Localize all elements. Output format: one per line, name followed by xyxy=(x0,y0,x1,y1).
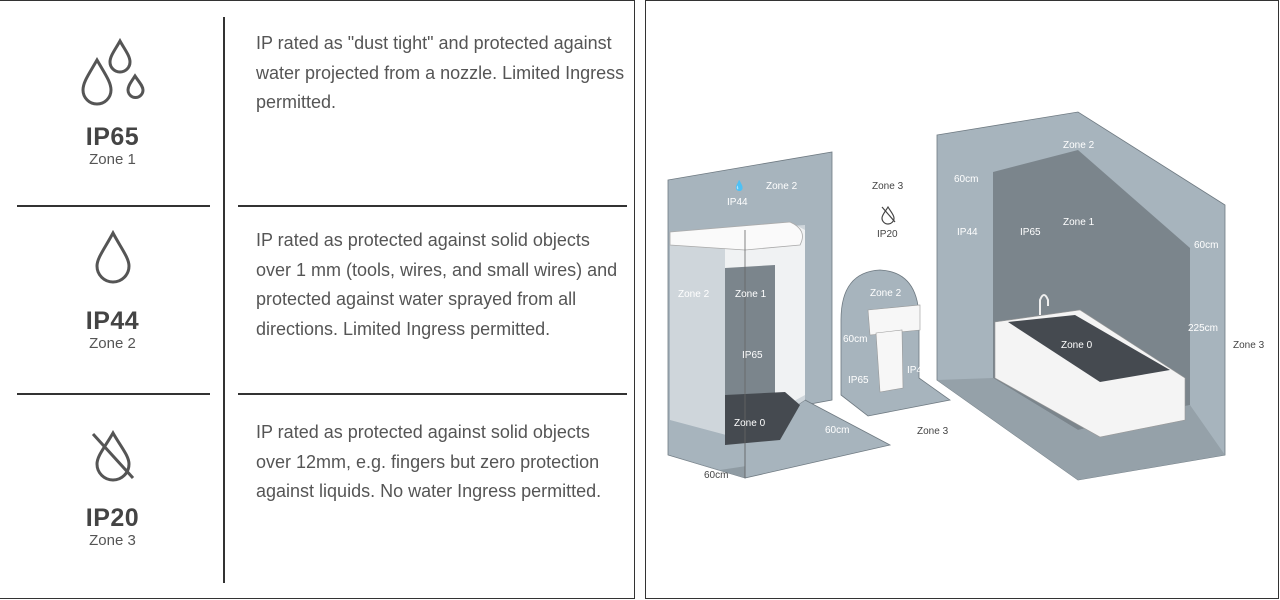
no-water-icon xyxy=(91,430,134,482)
column-divider xyxy=(223,17,225,583)
rating-ip65: IP65 Zone 1 xyxy=(0,38,225,169)
droplet-icon xyxy=(94,230,131,284)
label: 225cm xyxy=(1188,323,1218,334)
label: Zone 2 xyxy=(766,181,798,192)
row-divider xyxy=(17,393,210,395)
row-divider xyxy=(238,393,627,395)
label: IP65 xyxy=(742,350,763,361)
label: IP44 xyxy=(907,365,928,376)
label: IP65 xyxy=(848,375,869,386)
droplet-icon: 💧 xyxy=(733,179,745,192)
label: Zone 2 xyxy=(678,289,710,300)
label: IP44 xyxy=(727,197,748,208)
zone-label: Zone 3 xyxy=(89,532,136,549)
basin-area: Zone 2 60cm IP65 IP44 xyxy=(840,269,951,417)
row-divider xyxy=(17,205,210,207)
label: Zone 3 xyxy=(917,426,949,437)
label: Zone 3 xyxy=(872,181,904,192)
rating-description: IP rated as protected against solid obje… xyxy=(256,230,618,339)
label: 60cm xyxy=(954,174,978,185)
label: IP65 xyxy=(1020,227,1041,238)
label: Zone 2 xyxy=(1063,140,1095,151)
label: 60cm xyxy=(843,334,867,345)
shower-area: Zone 2 💧 IP44 Zone 2 Zone 1 IP65 Zone 0 … xyxy=(667,151,892,481)
label: Zone 1 xyxy=(735,289,767,300)
label: Zone 0 xyxy=(1061,340,1093,351)
three-droplets-icon xyxy=(80,38,145,106)
label: IP44 xyxy=(957,227,978,238)
rating-description: IP rated as protected against solid obje… xyxy=(256,422,602,501)
ip-code: IP20 xyxy=(85,504,140,532)
label: 60cm xyxy=(704,470,728,481)
zone-label: Zone 2 xyxy=(89,335,136,352)
bath-area: Zone 2 60cm IP44 IP65 Zone 1 60cm 225cm … xyxy=(936,111,1265,481)
label: Zone 0 xyxy=(734,418,766,429)
label: 60cm xyxy=(1194,240,1218,251)
no-water-icon xyxy=(881,205,896,225)
label: Zone 2 xyxy=(870,288,902,299)
label: Zone 1 xyxy=(1063,217,1095,228)
ip-code: IP65 xyxy=(85,123,140,151)
zone-label: Zone 1 xyxy=(89,151,136,168)
rating-ip20: IP20 Zone 3 xyxy=(0,430,225,550)
right-panel-frame xyxy=(645,0,1279,599)
rating-description: IP rated as "dust tight" and protected a… xyxy=(256,33,625,112)
row-divider xyxy=(238,205,627,207)
label: IP20 xyxy=(877,229,898,240)
zone3-indicator: Zone 3 IP20 Zone 3 xyxy=(872,181,949,437)
rating-ip44: IP44 Zone 2 xyxy=(0,230,225,353)
left-panel-frame xyxy=(0,0,635,599)
label: 60cm xyxy=(825,425,849,436)
ip-code: IP44 xyxy=(85,307,140,335)
label: Zone 3 xyxy=(1233,340,1265,351)
